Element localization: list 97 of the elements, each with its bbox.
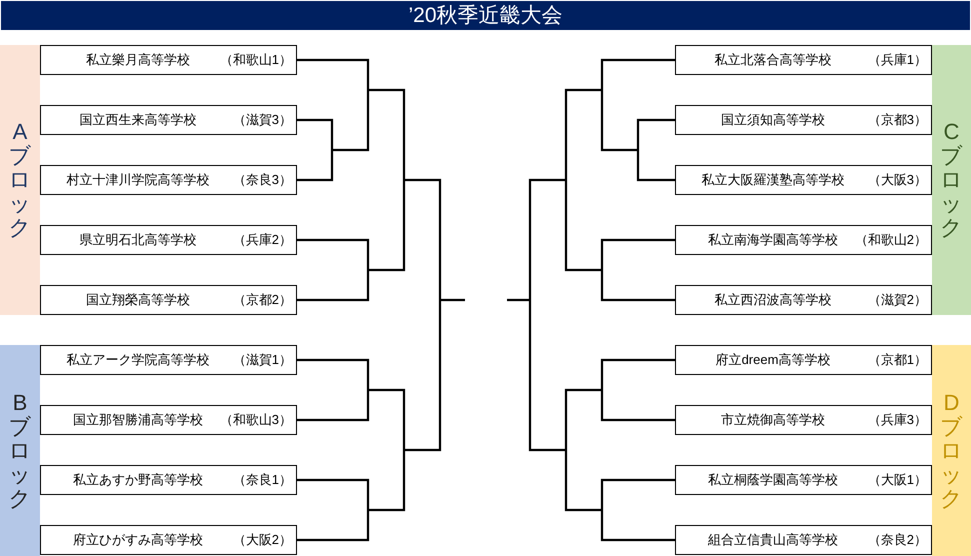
bracket-line	[600, 358, 675, 390]
bracket-line	[528, 178, 566, 300]
school-name: 私立西沼波高等学校	[714, 292, 832, 308]
seed-label: （大阪2）	[232, 532, 292, 548]
block-label: Dブロック	[940, 390, 964, 510]
school-name: 私立樂月高等学校	[86, 52, 190, 68]
team-box	[40, 525, 297, 555]
bracket-line	[368, 180, 406, 272]
bracket-line	[564, 180, 602, 272]
seed-label: （和歌山1）	[220, 52, 292, 68]
bracket-line	[297, 270, 370, 302]
school-name: 国立須知高等学校	[721, 112, 825, 128]
bracket-line	[600, 90, 638, 152]
bracket-line	[600, 478, 675, 510]
seed-label: （京都3）	[868, 112, 927, 128]
team-box	[675, 465, 932, 495]
school-name: 私立アーク学院高等学校	[66, 352, 210, 368]
seed-label: （兵庫2）	[232, 232, 292, 248]
seed-label: （大阪1）	[868, 472, 927, 488]
school-name: 村立十津川学院高等学校	[66, 172, 210, 188]
team-box	[40, 165, 297, 195]
seed-label: （滋賀1）	[232, 352, 292, 368]
school-name: 私立南海学園高等学校	[708, 232, 838, 248]
block-label: Aブロック	[8, 120, 32, 240]
team-box	[40, 225, 297, 255]
bracket-line	[404, 300, 442, 452]
team-box	[675, 45, 932, 75]
school-name: 府立dreem高等学校	[716, 352, 830, 368]
team-box	[675, 525, 932, 555]
bracket-line	[600, 58, 675, 90]
school-name: 国立翔榮高等学校	[86, 292, 190, 308]
school-name: 私立北落合高等学校	[714, 52, 832, 68]
team-box	[675, 345, 932, 375]
seed-label: （京都1）	[868, 352, 927, 368]
team-box	[675, 105, 932, 135]
school-name: 府立ひがすみ高等学校	[73, 532, 203, 548]
team-box	[40, 465, 297, 495]
bracket-line	[564, 88, 602, 180]
bracket-line	[636, 150, 675, 182]
title: ’20秋季近畿大会	[408, 4, 563, 28]
team-box	[40, 105, 297, 135]
block-band	[0, 345, 40, 556]
seed-label: （奈良2）	[868, 532, 927, 548]
bracket-line	[368, 388, 406, 450]
team-box	[40, 285, 297, 315]
seed-label: （滋賀2）	[868, 292, 927, 308]
seed-label: （兵庫3）	[868, 412, 927, 428]
seed-label: （和歌山3）	[220, 412, 292, 428]
block-band	[932, 345, 971, 556]
block-label: Bブロック	[8, 390, 32, 510]
bracket-line	[332, 90, 370, 152]
block-band	[932, 45, 971, 315]
school-name: 県立明石北高等学校	[80, 232, 196, 248]
bracket-line	[368, 450, 406, 512]
seed-label: （奈良3）	[232, 172, 292, 188]
bracket-line	[564, 388, 602, 450]
block-label: Cブロック	[940, 120, 964, 240]
school-name: 私立大阪羅漢塾高等学校	[702, 172, 844, 188]
bracket-line	[297, 238, 370, 270]
bracket-line	[297, 358, 370, 390]
team-box	[675, 285, 932, 315]
seed-label: （滋賀3）	[232, 112, 292, 128]
seed-label: （奈良1）	[232, 472, 292, 488]
bracket-line	[600, 270, 675, 302]
seed-label: （和歌山2）	[854, 232, 927, 248]
bracket-line	[600, 390, 675, 422]
team-box	[675, 165, 932, 195]
bracket-line	[297, 58, 370, 90]
block-band	[0, 45, 40, 315]
seed-label: （兵庫1）	[868, 52, 927, 68]
bracket-line	[528, 300, 566, 452]
bracket-line	[600, 238, 675, 270]
bracket-line	[636, 118, 675, 150]
school-name: 市立焼御高等学校	[721, 412, 825, 428]
bracket-line	[600, 510, 675, 542]
team-box	[40, 345, 297, 375]
team-box	[675, 225, 932, 255]
bracket-line	[404, 178, 442, 300]
school-name: 私立桐蔭学園高等学校	[708, 472, 838, 488]
school-name: 組合立信貴山高等学校	[708, 532, 838, 548]
team-box	[675, 405, 932, 435]
school-name: 私立あすか野高等学校	[73, 472, 203, 488]
bracket-line	[507, 298, 530, 302]
bracket-line	[297, 510, 370, 542]
bracket-line	[564, 450, 602, 512]
bracket-line	[368, 88, 406, 180]
seed-label: （京都2）	[232, 292, 292, 308]
bracket-line	[297, 478, 370, 510]
team-box	[40, 45, 297, 75]
school-name: 国立那智勝浦高等学校	[73, 412, 203, 428]
bracket-line	[297, 118, 334, 150]
team-box	[40, 405, 297, 435]
bracket-line	[297, 150, 334, 182]
school-name: 国立西生来高等学校	[80, 112, 196, 128]
bracket-line	[440, 298, 465, 302]
bracket-line	[297, 390, 370, 422]
seed-label: （大阪3）	[868, 172, 927, 188]
